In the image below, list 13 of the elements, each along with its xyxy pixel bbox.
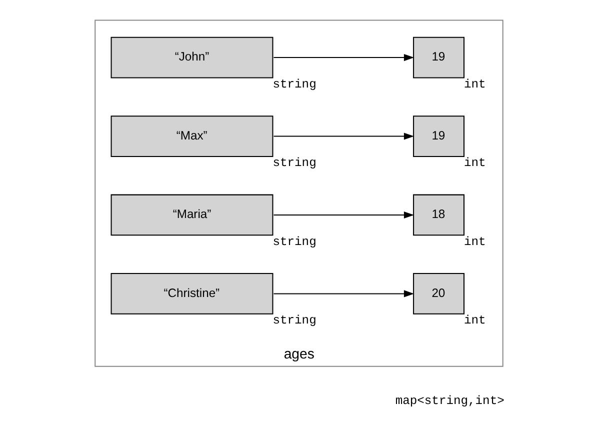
arrow [273, 290, 414, 298]
node-label: int [463, 77, 486, 92]
node-label: string [272, 314, 316, 328]
node-label: string [272, 156, 316, 170]
node-label: map<string,int> [394, 394, 504, 408]
node-label: int [463, 156, 486, 170]
arrow [273, 54, 414, 62]
node-label: string [272, 234, 316, 249]
node-label: string [272, 77, 316, 92]
node-label: int [463, 314, 486, 328]
arrow [273, 132, 414, 140]
node-label: int [463, 234, 486, 249]
arrow [273, 211, 414, 219]
